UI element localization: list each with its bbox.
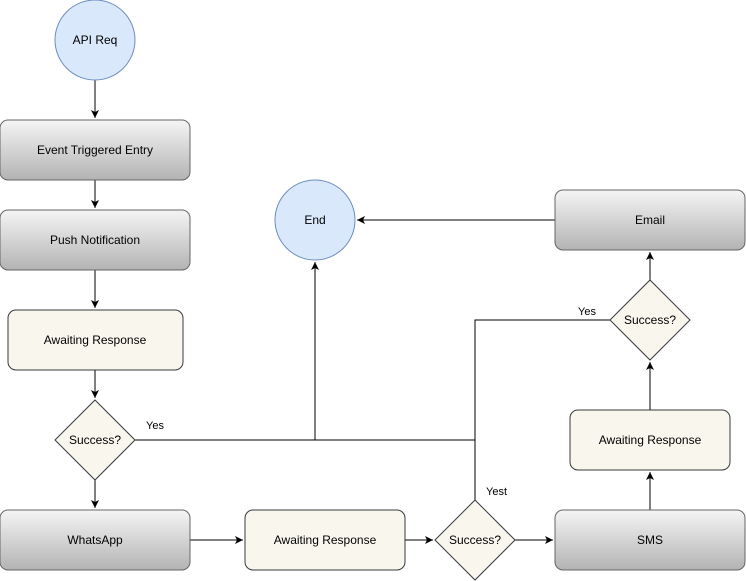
edge-label-yest-2: Yest: [486, 486, 507, 498]
node-awaiting-response-2: Awaiting Response: [244, 509, 406, 571]
edge-label-yes-3: Yes: [578, 306, 596, 318]
node-success-3: Success?: [609, 279, 691, 361]
node-awaiting-response-3: Awaiting Response: [569, 409, 731, 471]
svg-text:API Req: API Req: [73, 33, 118, 47]
node-event-triggered-entry: Event Triggered Entry: [0, 119, 191, 181]
node-sms: SMS: [554, 509, 746, 571]
edges: [91, 80, 654, 544]
edge-success2-yes-up: [315, 439, 476, 500]
node-success-1: Success?: [54, 399, 136, 481]
node-api-req: API Req: [54, 0, 136, 81]
node-end: End: [274, 179, 356, 261]
node-awaiting-response-1: Awaiting Response: [7, 309, 184, 371]
svg-text:WhatsApp: WhatsApp: [67, 533, 123, 547]
svg-text:Awaiting Response: Awaiting Response: [599, 433, 702, 447]
svg-text:Email: Email: [635, 213, 665, 227]
edge-success3-yes: [474, 319, 610, 440]
svg-text:Success?: Success?: [69, 433, 121, 447]
svg-text:Push Notification: Push Notification: [50, 233, 140, 247]
node-whatsapp: WhatsApp: [0, 509, 191, 571]
svg-text:Event Triggered Entry: Event Triggered Entry: [37, 143, 153, 157]
node-email: Email: [554, 189, 746, 251]
svg-text:SMS: SMS: [637, 533, 663, 547]
svg-text:End: End: [304, 213, 325, 227]
edge-label-yes-1: Yes: [146, 420, 164, 432]
svg-text:Success?: Success?: [624, 313, 676, 327]
svg-text:Success?: Success?: [449, 533, 501, 547]
svg-text:Awaiting Response: Awaiting Response: [274, 533, 377, 547]
node-push-notification: Push Notification: [0, 209, 191, 271]
svg-text:Awaiting Response: Awaiting Response: [44, 333, 147, 347]
node-success-2: Success?: [434, 499, 516, 581]
